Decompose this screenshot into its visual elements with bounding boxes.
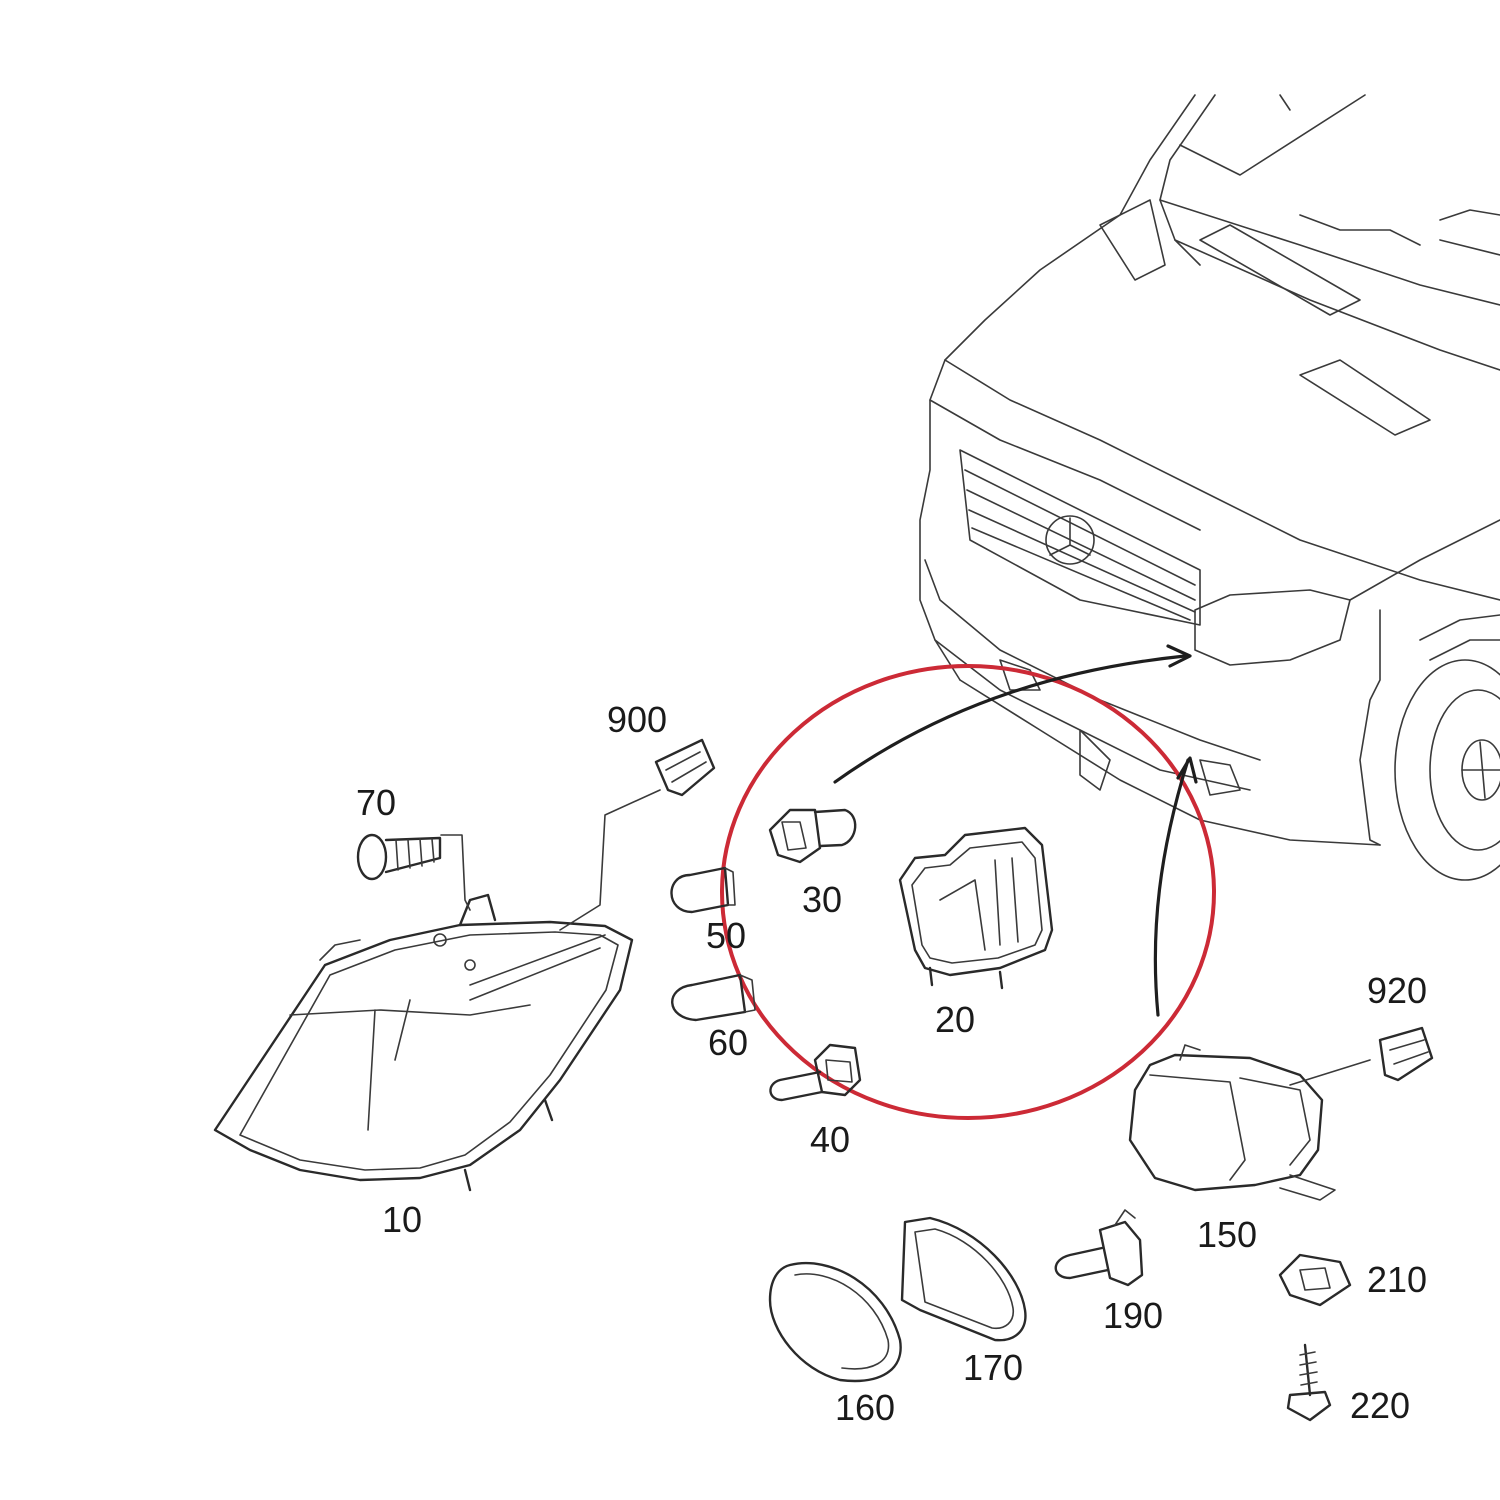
callout-labels: 10 20 30 40 50 60 70 150 160 170 190 210…	[356, 699, 1427, 1428]
callout-900: 900	[607, 699, 667, 740]
assembly-arrows	[833, 644, 1198, 1017]
callout-210: 210	[1367, 1259, 1427, 1300]
part-920-cap	[1378, 1026, 1434, 1082]
part-170-gasket	[900, 1216, 1027, 1342]
part-30-bulb-holder	[768, 808, 857, 864]
callout-160: 160	[835, 1387, 895, 1428]
callout-30: 30	[802, 879, 842, 920]
callout-920: 920	[1367, 970, 1427, 1011]
part-20-cover	[898, 826, 1054, 990]
callout-170: 170	[963, 1347, 1023, 1388]
callout-150: 150	[1197, 1214, 1257, 1255]
part-190-bulb	[1054, 1209, 1144, 1287]
callout-70: 70	[356, 782, 396, 823]
callout-40: 40	[810, 1119, 850, 1160]
part-210-clip-nut	[1278, 1253, 1352, 1307]
part-10-headlamp	[213, 893, 634, 1192]
van-front-illustration	[919, 94, 1500, 881]
callout-50: 50	[706, 915, 746, 956]
part-50-bulb	[670, 866, 736, 914]
callout-10: 10	[382, 1199, 422, 1240]
callout-20: 20	[935, 999, 975, 1040]
highlight-ring	[720, 664, 1216, 1120]
part-40-bulb-holder	[769, 1043, 862, 1102]
callout-220: 220	[1350, 1385, 1410, 1426]
part-60-bulb	[671, 973, 756, 1022]
part-160-lens	[768, 1261, 902, 1383]
callout-190: 190	[1103, 1295, 1163, 1336]
part-150-fog-lamp	[1128, 1044, 1371, 1201]
part-220-screw	[1286, 1343, 1332, 1422]
part-70-screw	[356, 833, 471, 911]
callout-60: 60	[708, 1022, 748, 1063]
part-900-cap	[559, 738, 716, 931]
